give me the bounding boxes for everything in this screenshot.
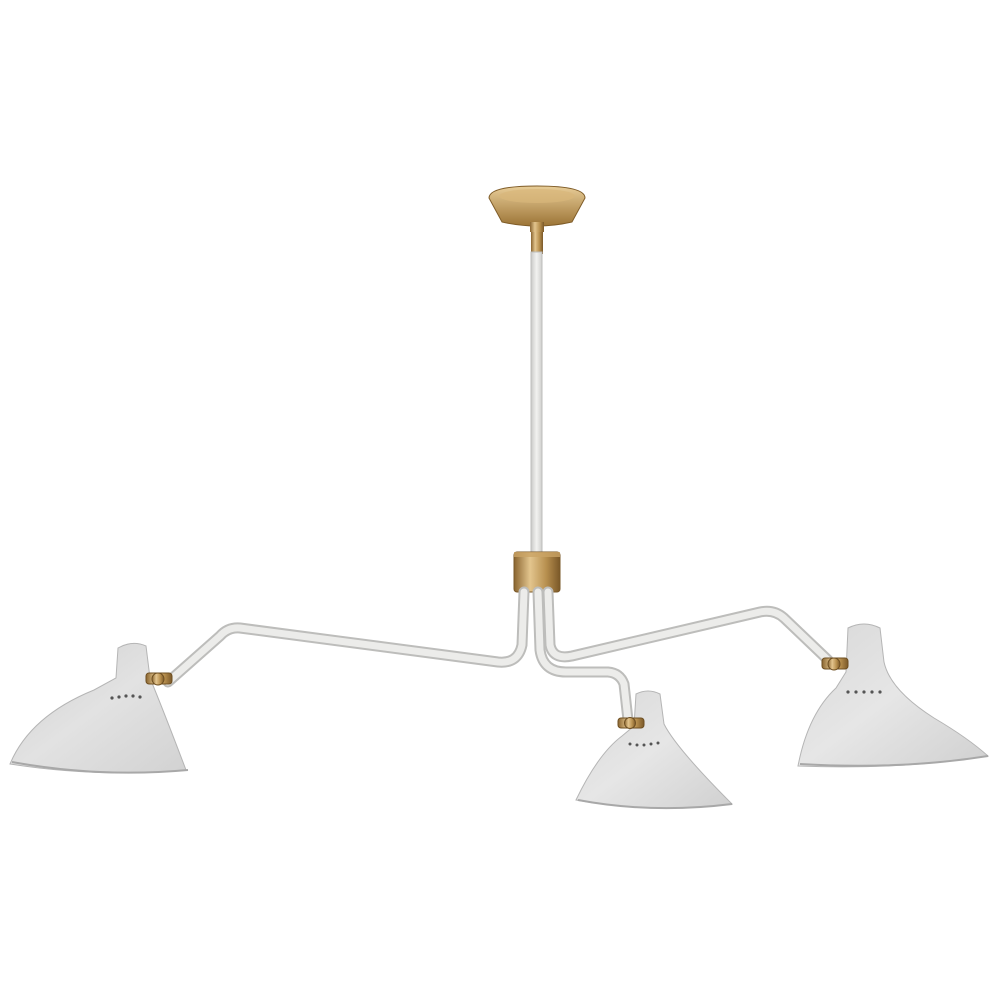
left-swivel-knob	[145, 672, 173, 686]
lamp-arms	[162, 586, 834, 726]
middle-lamp-shade	[575, 690, 734, 810]
middle-shade-vent-holes	[628, 741, 660, 747]
right-swivel-knob	[821, 657, 849, 671]
ceiling-canopy	[488, 185, 586, 254]
left-shade-vent-holes	[110, 694, 142, 700]
center-stem	[530, 251, 543, 555]
right-shade-vent-holes	[846, 690, 882, 694]
brass-hub	[513, 551, 561, 593]
right-lamp-shade	[797, 623, 990, 768]
left-lamp-shade	[9, 642, 189, 774]
middle-swivel-knob	[617, 717, 645, 729]
